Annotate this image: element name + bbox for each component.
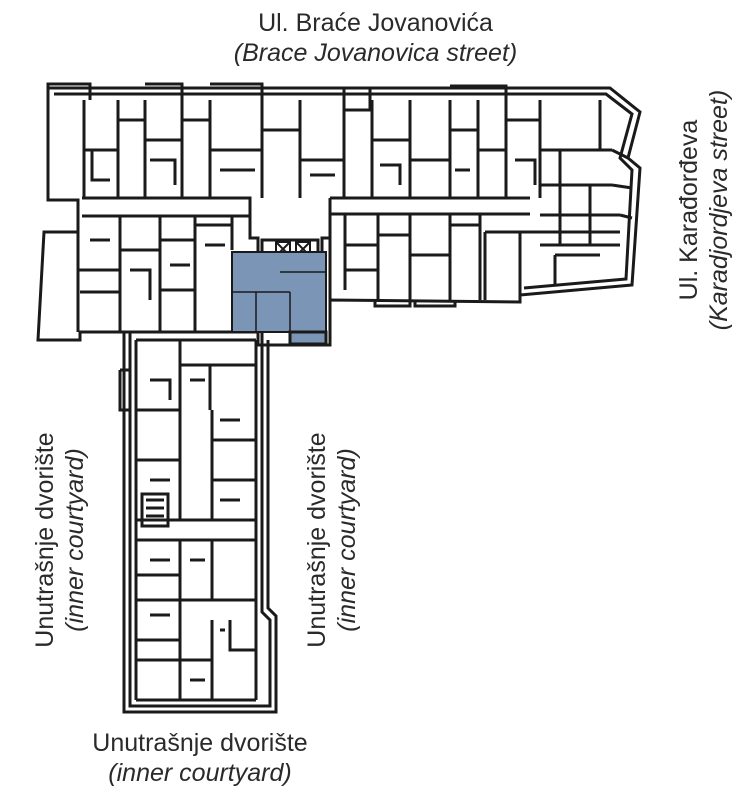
north-street-label: Ul. Braće Jovanovića (Brace Jovanovica s… xyxy=(0,8,751,68)
north-street-name-en: (Brace Jovanovica street) xyxy=(233,39,518,67)
south-courtyard-label: Unutrašnje dvorište (inner courtyard) xyxy=(0,728,400,788)
highlighted-unit xyxy=(231,251,328,346)
south-courtyard-name: Unutrašnje dvorište xyxy=(92,729,308,757)
north-corridor xyxy=(82,196,530,218)
south-stair xyxy=(140,492,170,528)
north-street-name: Ul. Braće Jovanovića xyxy=(258,9,493,37)
south-courtyard-name-en: (inner courtyard) xyxy=(108,759,292,787)
south-wing-outline xyxy=(128,332,272,708)
